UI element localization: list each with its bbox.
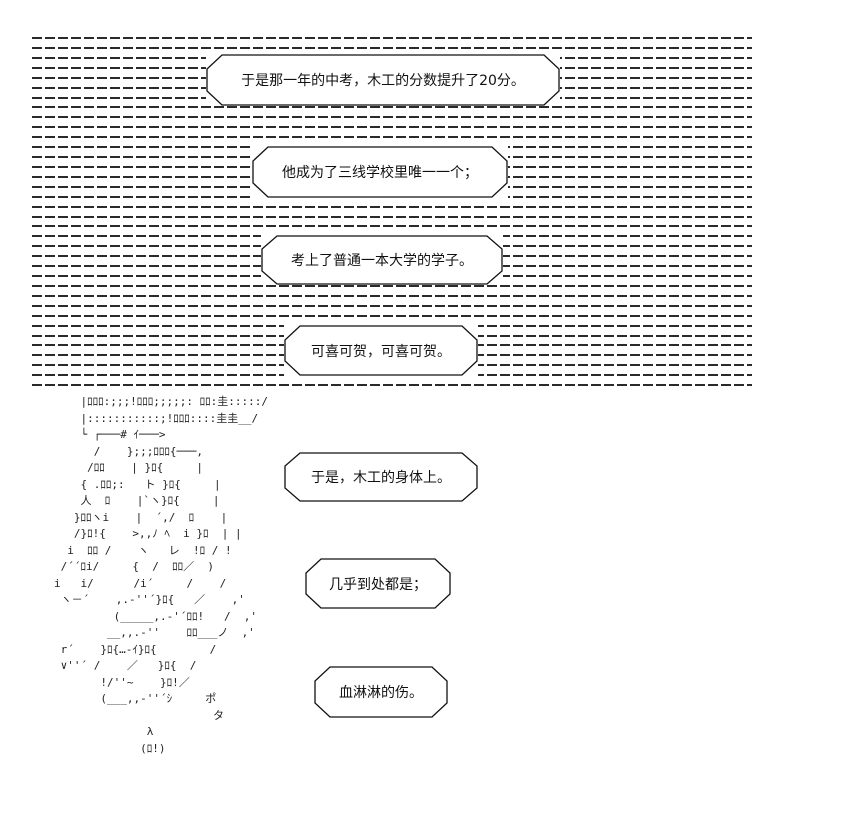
dashed-stripe (32, 126, 752, 128)
dashed-stripe (32, 116, 752, 118)
dashed-stripe (32, 384, 752, 386)
dashed-stripe (32, 225, 752, 227)
dashed-stripe (32, 216, 752, 218)
dashed-stripe (32, 206, 752, 208)
caption-text: 他成为了三线学校里唯一一个； (282, 165, 478, 181)
dashed-stripe (32, 305, 752, 307)
caption-bubble-5: 于是，木工的身体上。 (284, 452, 478, 502)
caption-bubble-1: 于是那一年的中考，木工的分数提升了20分。 (206, 54, 560, 106)
caption-bubble-4: 可喜可贺，可喜可贺。 (284, 325, 478, 376)
dashed-stripe (32, 315, 752, 317)
dashed-stripe (32, 285, 752, 287)
caption-text: 可喜可贺，可喜可贺。 (311, 343, 451, 360)
caption-text: 几乎到处都是； (329, 576, 427, 593)
ascii-art-figure: |ﾛﾛﾛ:;;;!ﾛﾛﾛ;;;;;: ﾛﾛ:圭:::::/ |:::::::::… (54, 395, 268, 755)
caption-text: 考上了普通一本大学的学子。 (291, 253, 473, 269)
caption-bubble-2: 他成为了三线学校里唯一一个； (252, 146, 508, 198)
dashed-stripe (32, 37, 752, 39)
dashed-stripe (32, 295, 752, 297)
caption-bubble-6: 几乎到处都是； (305, 558, 451, 609)
caption-text: 于是，木工的身体上。 (311, 470, 451, 486)
caption-bubble-7: 血淋淋的伤。 (314, 666, 448, 718)
dashed-stripe (32, 136, 752, 138)
caption-bubble-3: 考上了普通一本大学的学子。 (261, 235, 503, 285)
caption-text: 于是那一年的中考，木工的分数提升了20分。 (241, 73, 525, 89)
caption-text: 血淋淋的伤。 (339, 685, 423, 701)
dashed-stripe (32, 106, 752, 108)
dashed-stripe (32, 47, 752, 49)
